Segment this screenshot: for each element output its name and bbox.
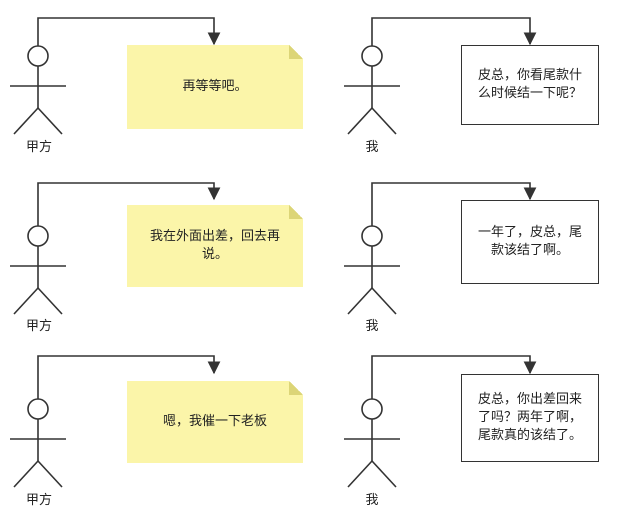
note-me-1: 皮总，你看尾款什 么时候结一下呢？ [461, 45, 599, 125]
actor-client-1-leg-left [13, 107, 39, 135]
actor-me-3-leg-left [347, 460, 373, 488]
actor-client-3-leg-right [37, 460, 63, 488]
arrow-me-3 [371, 355, 537, 399]
actor-client-2-leg-left [13, 287, 39, 315]
arrow-me-1 [371, 17, 537, 46]
note-text-me-3: 皮总，你出差回来 了吗？两年了啊， 尾款真的该结了。 [477, 392, 582, 443]
actor-me-1-head [361, 45, 383, 67]
note-client-3: 嗯，我催一下老板 [127, 381, 303, 463]
note-client-1: 再等等吧。 [127, 45, 303, 129]
actor-label-me-2: 我 [365, 319, 379, 334]
arrow-client-3 [37, 355, 221, 399]
note-text-client-1: 再等等吧。 [182, 79, 248, 94]
actor-me-2-head [361, 225, 383, 247]
actor-label-client-1: 甲方 [25, 140, 52, 155]
actor-me-1-leg-right [371, 107, 397, 135]
actor-client-1-leg-right [37, 107, 63, 135]
arrow-client-2 [37, 182, 221, 226]
arrow-me-2 [371, 182, 537, 226]
note-me-3: 皮总，你出差回来 了吗？两年了啊， 尾款真的该结了。 [461, 374, 599, 462]
note-text-client-3: 嗯，我催一下老板 [162, 414, 267, 429]
actor-me-2-leg-right [371, 287, 397, 315]
actor-label-me-3: 我 [365, 493, 379, 508]
actor-client-3-leg-left [13, 460, 39, 488]
note-fold [289, 205, 303, 219]
note-text-me-2: 一年了，皮总，尾 款该结了啊。 [477, 225, 582, 258]
actor-me-1-leg-left [347, 107, 373, 135]
actor-label-me-1: 我 [365, 140, 379, 155]
actor-label-client-2: 甲方 [25, 319, 52, 334]
actor-me-2-leg-left [347, 287, 373, 315]
actor-label-client-3: 甲方 [25, 493, 52, 508]
actor-me-3-leg-right [371, 460, 397, 488]
note-me-2: 一年了，皮总，尾 款该结了啊。 [461, 200, 599, 284]
actor-me-3-head [361, 398, 383, 420]
note-fold [289, 381, 303, 395]
arrow-client-1 [37, 17, 221, 46]
note-client-2: 我在外面出差，回去再 说。 [127, 205, 303, 287]
actor-client-3-head [27, 398, 49, 420]
actor-client-2-head [27, 225, 49, 247]
note-text-client-2: 我在外面出差，回去再 说。 [149, 229, 280, 262]
actor-client-2-leg-right [37, 287, 63, 315]
note-text-me-1: 皮总，你看尾款什 么时候结一下呢？ [477, 68, 582, 101]
actor-client-1-head [27, 45, 49, 67]
note-fold [289, 45, 303, 59]
